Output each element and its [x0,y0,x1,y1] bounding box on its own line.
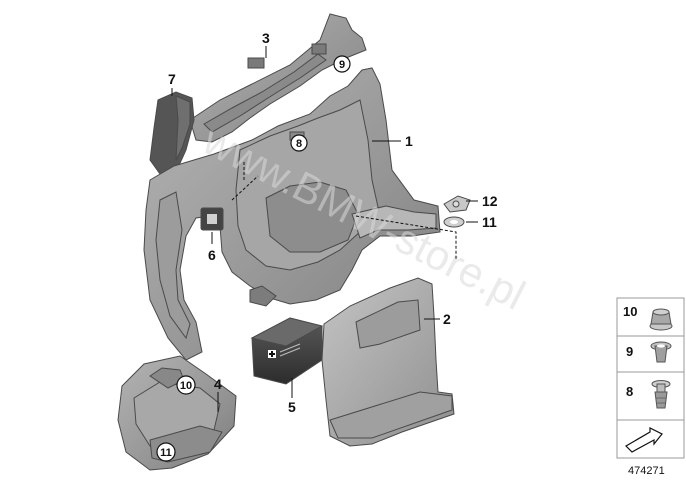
part-1-side-panel [143,67,441,361]
part-4-holder [117,355,237,471]
legend-label-10: 10 [623,304,637,319]
callout-3: 3 [262,30,270,46]
callout-1: 1 [405,133,413,149]
legend-label-9: 9 [626,344,633,359]
callout-12: 12 [482,193,498,209]
fastener-legend: 10 9 8 [616,297,685,459]
callout-4: 4 [214,376,222,392]
diagram-id: 474271 [628,465,665,477]
callout-11: 11 [482,214,497,230]
expanding-nut-icon [650,341,672,363]
part-2-rear-panel [321,277,455,447]
part-11-nut [443,216,465,228]
part-5-first-aid-kit [250,317,324,385]
callout-8-circled: 8 [290,134,308,152]
callout-8: 8 [296,138,302,150]
callout-11-circle: 11 [160,447,172,459]
assembly-arrow-icon [625,427,663,453]
callout-7: 7 [168,71,176,87]
callout-9-circled: 9 [333,55,351,73]
part-12-clip [443,195,471,213]
callout-9: 9 [339,59,345,71]
part-7-trim [149,91,195,175]
callout-2: 2 [443,311,451,327]
part-6-plug [200,207,224,231]
part-3-rail [189,13,367,143]
callout-6: 6 [208,247,216,263]
callouts: 1 2 3 4 5 6 7 11 12 [168,30,498,415]
legend-row-10: 10 [623,304,673,331]
flange-nut-icon [649,308,673,331]
callout-5: 5 [288,399,296,415]
legend-label-8: 8 [626,384,633,399]
callout-11-circled: 11 [156,442,176,462]
callout-10-circled: 10 [176,375,196,395]
legend-row-8: 8 [626,380,671,409]
leader-lines [171,46,478,412]
legend-row-9: 9 [626,341,672,363]
plastic-clip-icon [651,380,671,409]
callout-10: 10 [180,380,192,392]
